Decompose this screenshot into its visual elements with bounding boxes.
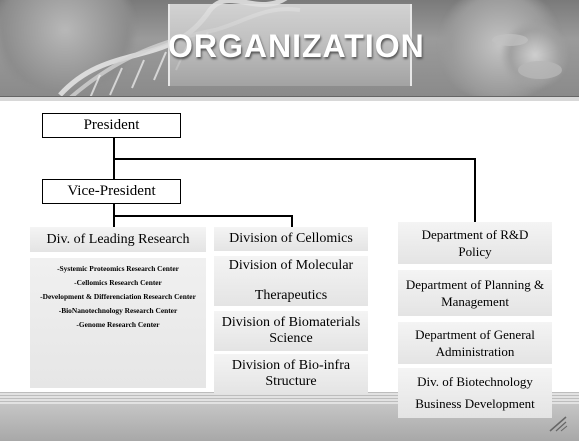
- president-box: President: [42, 113, 181, 138]
- division-molecular-therapeutics-box: Division of Molecular Therapeutics: [214, 256, 368, 306]
- research-center-item: -BioNanotechnology Research Center: [58, 306, 178, 315]
- division-bio-infra-box: Division of Bio-infra Structure: [214, 354, 368, 394]
- dept-rd-policy-box: Department of R&D Policy: [398, 222, 552, 264]
- division-biomaterials-box: Division of Biomaterials Science: [214, 311, 368, 351]
- department-label: Department of R&D Policy: [421, 227, 529, 259]
- division-label: Division of Biomaterials Science: [221, 315, 361, 346]
- research-centers-list: -Systemic Proteomics Research Center -Ce…: [30, 258, 206, 388]
- research-center-item: -Cellomics Research Center: [74, 278, 162, 287]
- dept-general-administration-box: Department of General Administration: [398, 322, 552, 364]
- division-label: Division of Bio-infra Structure: [231, 358, 351, 389]
- president-label: President: [83, 117, 140, 133]
- department-label: Department of Planning & Management: [405, 277, 545, 309]
- vice-president-box: Vice-President: [42, 179, 181, 204]
- div-leading-research-box: Div. of Leading Research: [30, 227, 206, 252]
- page-corner-icon: [549, 416, 568, 432]
- department-label: Department of General Administration: [415, 327, 535, 359]
- div-leading-research-label: Div. of Leading Research: [46, 231, 190, 247]
- vice-president-label: Vice-President: [67, 183, 156, 199]
- slide-title: ORGANIZATION: [168, 28, 425, 64]
- connector-middle-branch: [291, 215, 293, 227]
- research-center-item: -Genome Research Center: [76, 320, 160, 329]
- division-cellomics-box: Division of Cellomics: [214, 227, 368, 251]
- title-panel: [168, 4, 412, 86]
- research-center-item: -Development & Differenciation Research …: [40, 292, 196, 301]
- connector-vp-horizontal: [113, 215, 293, 217]
- connector-horizontal-top: [113, 158, 476, 160]
- division-label: Division of Molecular Therapeutics: [228, 258, 354, 303]
- connector-right-branch: [474, 158, 476, 222]
- department-label: Div. of Biotechnology Business Developme…: [415, 374, 535, 411]
- division-label: Division of Cellomics: [229, 231, 353, 246]
- research-center-item: -Systemic Proteomics Research Center: [57, 264, 179, 273]
- dept-planning-management-box: Department of Planning & Management: [398, 270, 552, 316]
- header-divider: [0, 96, 579, 101]
- div-biotech-business-box: Div. of Biotechnology Business Developme…: [398, 368, 552, 418]
